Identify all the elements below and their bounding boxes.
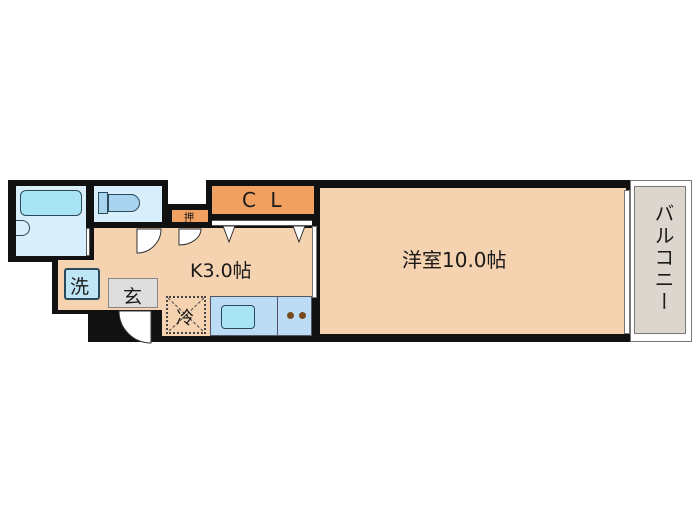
balcony-label: バルコニー	[651, 203, 675, 313]
washer-space: 洗	[64, 268, 100, 300]
kitchen-counter	[210, 296, 312, 336]
storage-door-swing[interactable]	[178, 228, 202, 246]
balcony: バルコニー	[634, 186, 686, 334]
bath-door[interactable]	[86, 228, 90, 256]
fridge-space: 冷	[166, 296, 206, 334]
burner-icon	[287, 312, 294, 319]
closet-door-icon	[292, 226, 306, 244]
entrance-genkan: 玄	[108, 278, 158, 308]
western-room: 洋室10.0帖	[320, 188, 626, 334]
toilet-room	[94, 186, 162, 222]
entrance-label: 玄	[123, 286, 143, 308]
burner-icon	[299, 312, 306, 319]
closet-door-icon	[222, 226, 236, 244]
toilet-door-swing[interactable]	[136, 228, 162, 254]
toilet-tank	[98, 192, 108, 214]
balcony-window[interactable]	[624, 190, 630, 334]
storage-label: 押	[184, 213, 194, 224]
storage-oshiire: 押	[172, 210, 208, 224]
closet-door-strip[interactable]	[212, 220, 312, 226]
fridge-label: 冷	[176, 308, 194, 329]
kitchen-label: K3.0帖	[190, 260, 252, 282]
fridge-cross-icon	[168, 298, 204, 332]
bathtub	[20, 190, 82, 216]
closet-label: C L	[242, 188, 286, 212]
washer-label: 洗	[70, 276, 90, 298]
toilet-bowl-icon	[108, 194, 140, 212]
closet: C L	[212, 186, 314, 214]
bathroom	[16, 186, 86, 256]
counter-divider	[277, 297, 278, 335]
bath-faucet-icon	[16, 220, 30, 236]
sink	[221, 305, 255, 329]
sliding-door[interactable]	[312, 226, 317, 298]
entrance-door-swing[interactable]	[118, 310, 152, 344]
western-room-label: 洋室10.0帖	[402, 248, 507, 272]
